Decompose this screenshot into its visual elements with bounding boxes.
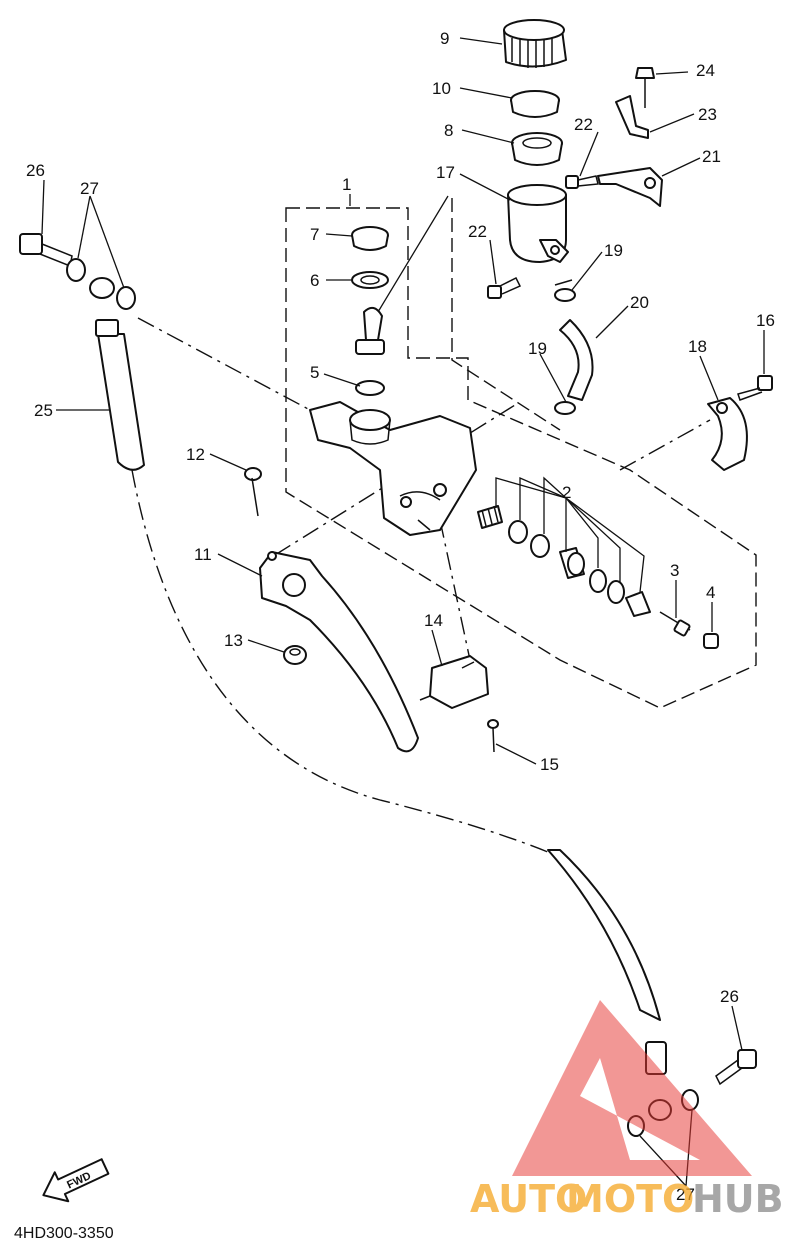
reservoir-bolt-lower — [487, 276, 522, 299]
reservoir — [507, 184, 569, 263]
assembly-17-leader-dash — [451, 198, 561, 431]
brake-lever — [259, 551, 419, 753]
hose-route-line — [131, 469, 556, 856]
label-27-upper: 27 — [80, 179, 99, 198]
push-rod-boot — [703, 633, 719, 649]
label-27-lower: 27 — [676, 1185, 695, 1204]
hose-clip-upper — [554, 279, 576, 302]
fwd-arrow-icon: FWD — [42, 1158, 110, 1203]
o-ring — [355, 380, 385, 396]
piston-seal-b — [530, 534, 550, 558]
switch-screw — [487, 719, 499, 753]
label-16: 16 — [756, 311, 775, 330]
label-8: 8 — [444, 121, 453, 140]
watermark-hub: HUB — [692, 1177, 784, 1221]
clamp-axis-line — [619, 419, 711, 471]
label-7: 7 — [310, 225, 319, 244]
piston — [559, 547, 585, 579]
washer-upper-a — [66, 258, 86, 282]
label-14: 14 — [424, 611, 443, 630]
label-5: 5 — [310, 363, 319, 382]
label-19-lower: 19 — [528, 339, 547, 358]
automotohub-watermark-logo: AUTO MOTO HUB — [470, 1000, 784, 1221]
label-15: 15 — [540, 755, 559, 774]
brake-light-switch — [419, 655, 489, 709]
label-3: 3 — [670, 561, 679, 580]
union-bolt-lower — [715, 1049, 757, 1086]
brake-hose-upper — [95, 319, 145, 471]
reservoir-hose — [559, 319, 594, 401]
label-21: 21 — [702, 147, 721, 166]
lever-pivot-nut — [283, 645, 307, 665]
hose-clip-lower — [554, 401, 576, 415]
bracket-screw — [635, 67, 655, 108]
boot-cap — [351, 226, 389, 251]
union-bolt-upper — [19, 233, 73, 268]
washer-upper-b — [116, 286, 136, 310]
label-9: 9 — [440, 29, 449, 48]
master-cylinder-body — [309, 401, 477, 536]
lever-pivot-bolt — [244, 467, 262, 517]
reservoir-bracket — [597, 167, 663, 207]
assembly-1-outline — [285, 207, 757, 709]
hose-fitting — [355, 306, 385, 355]
diaphragm-plate — [510, 90, 560, 118]
reservoir-cap — [503, 19, 567, 68]
label-4: 4 — [706, 583, 715, 602]
switch-axis-line — [439, 519, 471, 661]
label-22-upper: 22 — [574, 115, 593, 134]
push-rod — [659, 611, 691, 637]
label-6: 6 — [310, 271, 319, 290]
piston-seal-d — [607, 580, 625, 604]
handlebar-clamp — [707, 397, 748, 471]
bolt-axis-line — [137, 317, 311, 411]
label-13: 13 — [224, 631, 243, 650]
label-26-upper: 26 — [26, 161, 45, 180]
piston-seal-c — [589, 569, 607, 593]
label-17: 17 — [436, 163, 455, 182]
label-10: 10 — [432, 79, 451, 98]
label-20: 20 — [630, 293, 649, 312]
diaphragm — [511, 132, 563, 166]
label-24: 24 — [696, 61, 715, 80]
label-12: 12 — [186, 445, 205, 464]
label-18: 18 — [688, 337, 707, 356]
banjo-fitting-upper — [89, 277, 115, 299]
label-19-upper: 19 — [604, 241, 623, 260]
diagram-part-code: 4HD300-3350 — [14, 1225, 114, 1242]
bracket-plate — [615, 95, 649, 139]
watermark-auto: AUTO — [470, 1177, 587, 1221]
reservoir-bolt-upper — [565, 175, 599, 189]
label-23: 23 — [698, 105, 717, 124]
piston-end — [625, 591, 651, 617]
watermark-moto: MOTO — [566, 1177, 694, 1221]
label-11: 11 — [194, 545, 212, 564]
watermark-triangle-icon — [512, 1000, 752, 1176]
clamp-bolt — [737, 375, 773, 401]
label-22-lower: 22 — [468, 222, 487, 241]
circlip — [351, 271, 389, 289]
label-25: 25 — [34, 401, 53, 420]
piston-seal-a — [508, 520, 528, 544]
label-2: 2 — [562, 483, 571, 502]
piston-spring — [477, 505, 503, 529]
label-1: 1 — [342, 175, 351, 194]
label-26-lower: 26 — [720, 987, 739, 1006]
